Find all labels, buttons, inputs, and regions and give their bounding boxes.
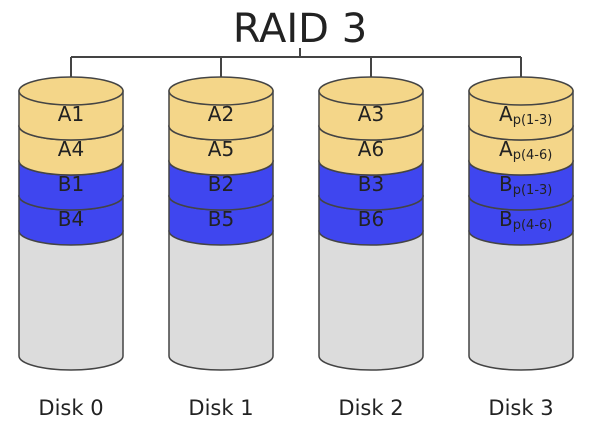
disk-2-block-3-label: B6 bbox=[358, 207, 384, 231]
disk-0-label: Disk 0 bbox=[38, 396, 103, 420]
disk-1-block-0-label: A2 bbox=[208, 102, 234, 126]
connector-lines bbox=[70, 48, 522, 81]
disk-0-empty-space bbox=[18, 230, 124, 371]
disk-2-block-1-label: A6 bbox=[358, 137, 384, 161]
disk-0-block-1-label: A4 bbox=[58, 137, 84, 161]
disk-3-block-2-subscript: p(1-3) bbox=[513, 183, 553, 198]
diagram-title: RAID 3 bbox=[233, 6, 367, 52]
disk-1-block-2-label: B2 bbox=[208, 172, 234, 196]
disk-2-block-2-label: B3 bbox=[358, 172, 384, 196]
disk-0-block-0-top bbox=[18, 76, 124, 106]
disk-3-block-0-top bbox=[468, 76, 574, 106]
disk-3-empty-space bbox=[468, 230, 574, 371]
disk-3-block-3-label: Bp(4-6) bbox=[499, 207, 552, 233]
disk-0-block-0-label: A1 bbox=[58, 102, 84, 126]
disk-0-block-3-label: B4 bbox=[58, 207, 84, 231]
disk-3-label: Disk 3 bbox=[488, 396, 553, 420]
disk-1-block-3-label: B5 bbox=[208, 207, 234, 231]
disk-2-block-0-top bbox=[318, 76, 424, 106]
disk-0-block-2-label: B1 bbox=[58, 172, 84, 196]
disk-1-label: Disk 1 bbox=[188, 396, 253, 420]
disk-2-label: Disk 2 bbox=[338, 396, 403, 420]
disk-2-block-0-label: A3 bbox=[358, 102, 384, 126]
disk-2-empty-space bbox=[318, 230, 424, 371]
disk-3-block-1-subscript: p(4-6) bbox=[513, 148, 553, 163]
disk-3-block-0-subscript: p(1-3) bbox=[513, 113, 553, 128]
disk-1-block-0-top bbox=[168, 76, 274, 106]
disk-3-block-3-subscript: p(4-6) bbox=[513, 218, 553, 233]
disk-3: Bp(4-6)Bp(1-3)Ap(4-6)Ap(1-3)Disk 3 bbox=[468, 76, 574, 420]
disk-1-empty-space bbox=[168, 230, 274, 371]
disk-1-block-1-label: A5 bbox=[208, 137, 234, 161]
